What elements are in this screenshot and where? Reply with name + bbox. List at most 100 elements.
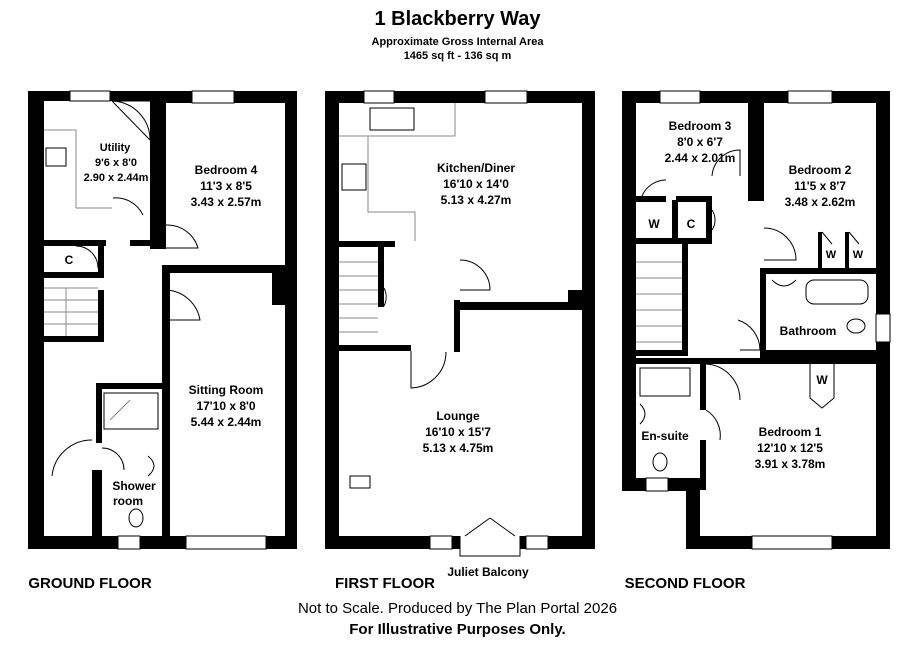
basin: [771, 279, 797, 287]
wall: [676, 196, 712, 202]
wardrobe-label: W: [853, 249, 864, 261]
wall: [568, 290, 595, 310]
utility-imperial: 9'6 x 8'0: [95, 157, 137, 169]
wall: [700, 358, 706, 410]
bedroom2-imperial: 11'5 x 8'7: [794, 179, 846, 193]
wall: [28, 536, 98, 549]
worktop: [44, 129, 112, 209]
second-floor-plan: Bedroom 3 8'0 x 6'7 2.44 x 2.01m Bedroom…: [622, 90, 891, 592]
wall: [706, 200, 712, 244]
door: [101, 447, 125, 471]
wall: [44, 240, 106, 246]
door: [459, 259, 491, 291]
door: [410, 351, 447, 389]
wall: [325, 536, 460, 549]
wall: [682, 244, 688, 354]
bedroom2-metric: 3.48 x 2.62m: [785, 195, 856, 209]
wall: [582, 91, 595, 549]
window: [117, 535, 141, 550]
sitting-room-metric: 5.44 x 2.44m: [191, 415, 262, 429]
door: [711, 209, 716, 231]
wardrobe-doors: [821, 231, 860, 245]
shower-tray: [639, 367, 691, 397]
window: [787, 90, 833, 104]
shower-tray: [103, 392, 159, 430]
bedroom1-metric: 3.91 x 3.78m: [755, 457, 826, 471]
window: [363, 90, 395, 104]
basin: [639, 403, 646, 425]
wall: [636, 350, 688, 356]
window: [484, 90, 528, 104]
bedroom4-name: Bedroom 4: [195, 163, 258, 177]
stairs: [44, 287, 98, 336]
wardrobe-label: W: [648, 217, 660, 231]
area-subtitle: Approximate Gross Internal Area: [371, 36, 544, 48]
second-floor-label: SECOND FLOOR: [625, 575, 746, 592]
stairs: [636, 261, 682, 343]
first-floor-label: FIRST FLOOR: [335, 575, 435, 592]
ground-floor-plan: Utility 9'6 x 8'0 2.90 x 2.44m Bedroom 4…: [28, 90, 297, 592]
window: [659, 90, 701, 104]
wall: [130, 240, 166, 246]
stairs: [339, 261, 378, 333]
shower-room-name-2: room: [113, 494, 143, 508]
wall: [636, 358, 706, 364]
wall: [818, 232, 822, 272]
window: [645, 477, 669, 492]
door: [111, 100, 151, 141]
bedroom4-metric: 3.43 x 2.57m: [191, 195, 262, 209]
wardrobe-label: W: [816, 373, 828, 387]
bedroom3-imperial: 8'0 x 6'7: [677, 135, 723, 149]
door: [705, 409, 721, 441]
wall: [28, 91, 44, 549]
wall: [460, 302, 595, 310]
wall: [454, 300, 460, 352]
door: [165, 224, 199, 249]
window: [751, 535, 833, 550]
wall: [285, 91, 297, 549]
door: [711, 149, 741, 177]
balcony-doors: [464, 517, 516, 537]
door: [75, 245, 99, 269]
bathroom-label: Bathroom: [780, 324, 837, 338]
wall: [166, 265, 296, 273]
bedroom2-name: Bedroom 2: [789, 163, 852, 177]
basin: [147, 455, 155, 477]
wall: [686, 478, 700, 549]
wall: [748, 91, 764, 201]
ground-floor-label: GROUND FLOOR: [28, 575, 151, 592]
hob: [341, 163, 367, 191]
kitchen-imperial: 16'10 x 14'0: [443, 177, 509, 191]
wall: [378, 247, 384, 307]
juliet-balcony-label: Juliet Balcony: [447, 565, 529, 579]
lounge-name: Lounge: [436, 409, 480, 423]
wall: [98, 290, 104, 342]
cupboard-label: C: [687, 217, 696, 231]
kitchen-sink: [369, 107, 415, 131]
wall: [672, 200, 678, 244]
door: [705, 363, 741, 401]
wall: [622, 91, 636, 491]
kitchen-name: Kitchen/Diner: [437, 161, 515, 175]
bedroom3-name: Bedroom 3: [669, 119, 732, 133]
wall: [96, 383, 164, 389]
wardrobe-label: W: [826, 249, 837, 261]
wardrobe: [809, 364, 835, 409]
door: [383, 287, 387, 307]
sink: [45, 147, 67, 167]
wall: [272, 265, 296, 305]
window: [429, 535, 453, 550]
door: [641, 179, 667, 197]
toilet: [846, 318, 866, 334]
toilet: [652, 452, 668, 472]
window: [525, 535, 549, 550]
door: [737, 319, 761, 351]
window: [191, 90, 235, 104]
wall: [700, 440, 706, 490]
door: [763, 227, 797, 261]
bath: [805, 279, 869, 305]
first-floor-plan: Kitchen/Diner 16'10 x 14'0 5.13 x 4.27m …: [325, 90, 595, 592]
wall: [44, 272, 104, 278]
window: [185, 535, 267, 550]
